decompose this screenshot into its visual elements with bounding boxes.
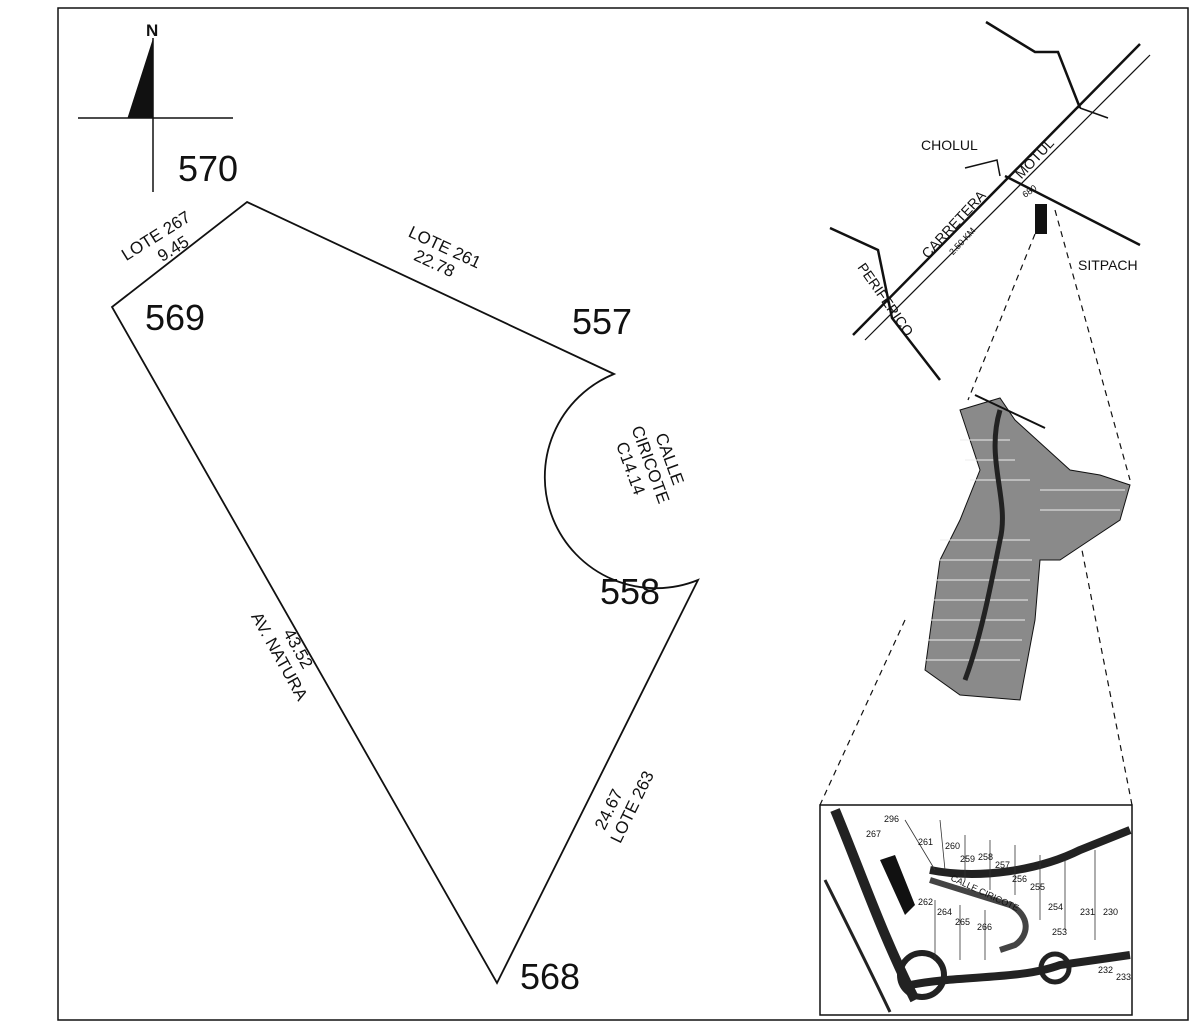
location-map: CHOLUL SITPACH 680 CARRETERA 2.50 KM MOT… xyxy=(829,20,1151,381)
detail-lot-260: 260 xyxy=(945,841,960,851)
vertex-569: 569 xyxy=(145,297,205,338)
detail-lot-231: 231 xyxy=(1080,907,1095,917)
periferico-label: PERIFERICO xyxy=(855,260,917,339)
zoom-connectors xyxy=(819,209,1133,806)
detail-lot-232: 232 xyxy=(1098,965,1113,975)
detail-lot-264: 264 xyxy=(937,907,952,917)
north-label: N xyxy=(146,21,158,40)
detail-lot-256: 256 xyxy=(1012,874,1027,884)
detail-lot-258: 258 xyxy=(978,852,993,862)
vertex-568: 568 xyxy=(520,956,580,997)
vertex-558: 558 xyxy=(600,571,660,612)
motul-label: MOTUL xyxy=(1012,135,1057,182)
detail-lot-257: 257 xyxy=(995,860,1010,870)
detail-lot-267: 267 xyxy=(866,829,881,839)
lot-boundary xyxy=(110,200,700,985)
detail-lot-255: 255 xyxy=(1030,882,1045,892)
vertex-557: 557 xyxy=(572,301,632,342)
detail-lot-265: 265 xyxy=(955,917,970,927)
detail-lot-230: 230 xyxy=(1103,907,1118,917)
sitpach-label: SITPACH xyxy=(1078,257,1138,273)
vertex-570: 570 xyxy=(178,148,238,189)
site-location-marker xyxy=(1035,204,1047,234)
detail-lot-259: 259 xyxy=(960,854,975,864)
cholul-label: CHOLUL xyxy=(921,137,978,153)
map-frame xyxy=(57,7,1189,1021)
detail-lot-262: 262 xyxy=(918,897,933,907)
detail-lot-296: 296 xyxy=(884,814,899,824)
development-overview xyxy=(924,394,1131,701)
detail-lot-253: 253 xyxy=(1052,927,1067,937)
detail-lot-266: 266 xyxy=(977,922,992,932)
detail-lot-233: 233 xyxy=(1116,972,1131,982)
detail-lot-261: 261 xyxy=(918,837,933,847)
north-arrow-icon: N xyxy=(78,21,233,192)
detail-lot-254: 254 xyxy=(1048,902,1063,912)
detail-inset: CALLE CIRICOTE 296 267 261 260 259 258 2… xyxy=(819,804,1133,1016)
